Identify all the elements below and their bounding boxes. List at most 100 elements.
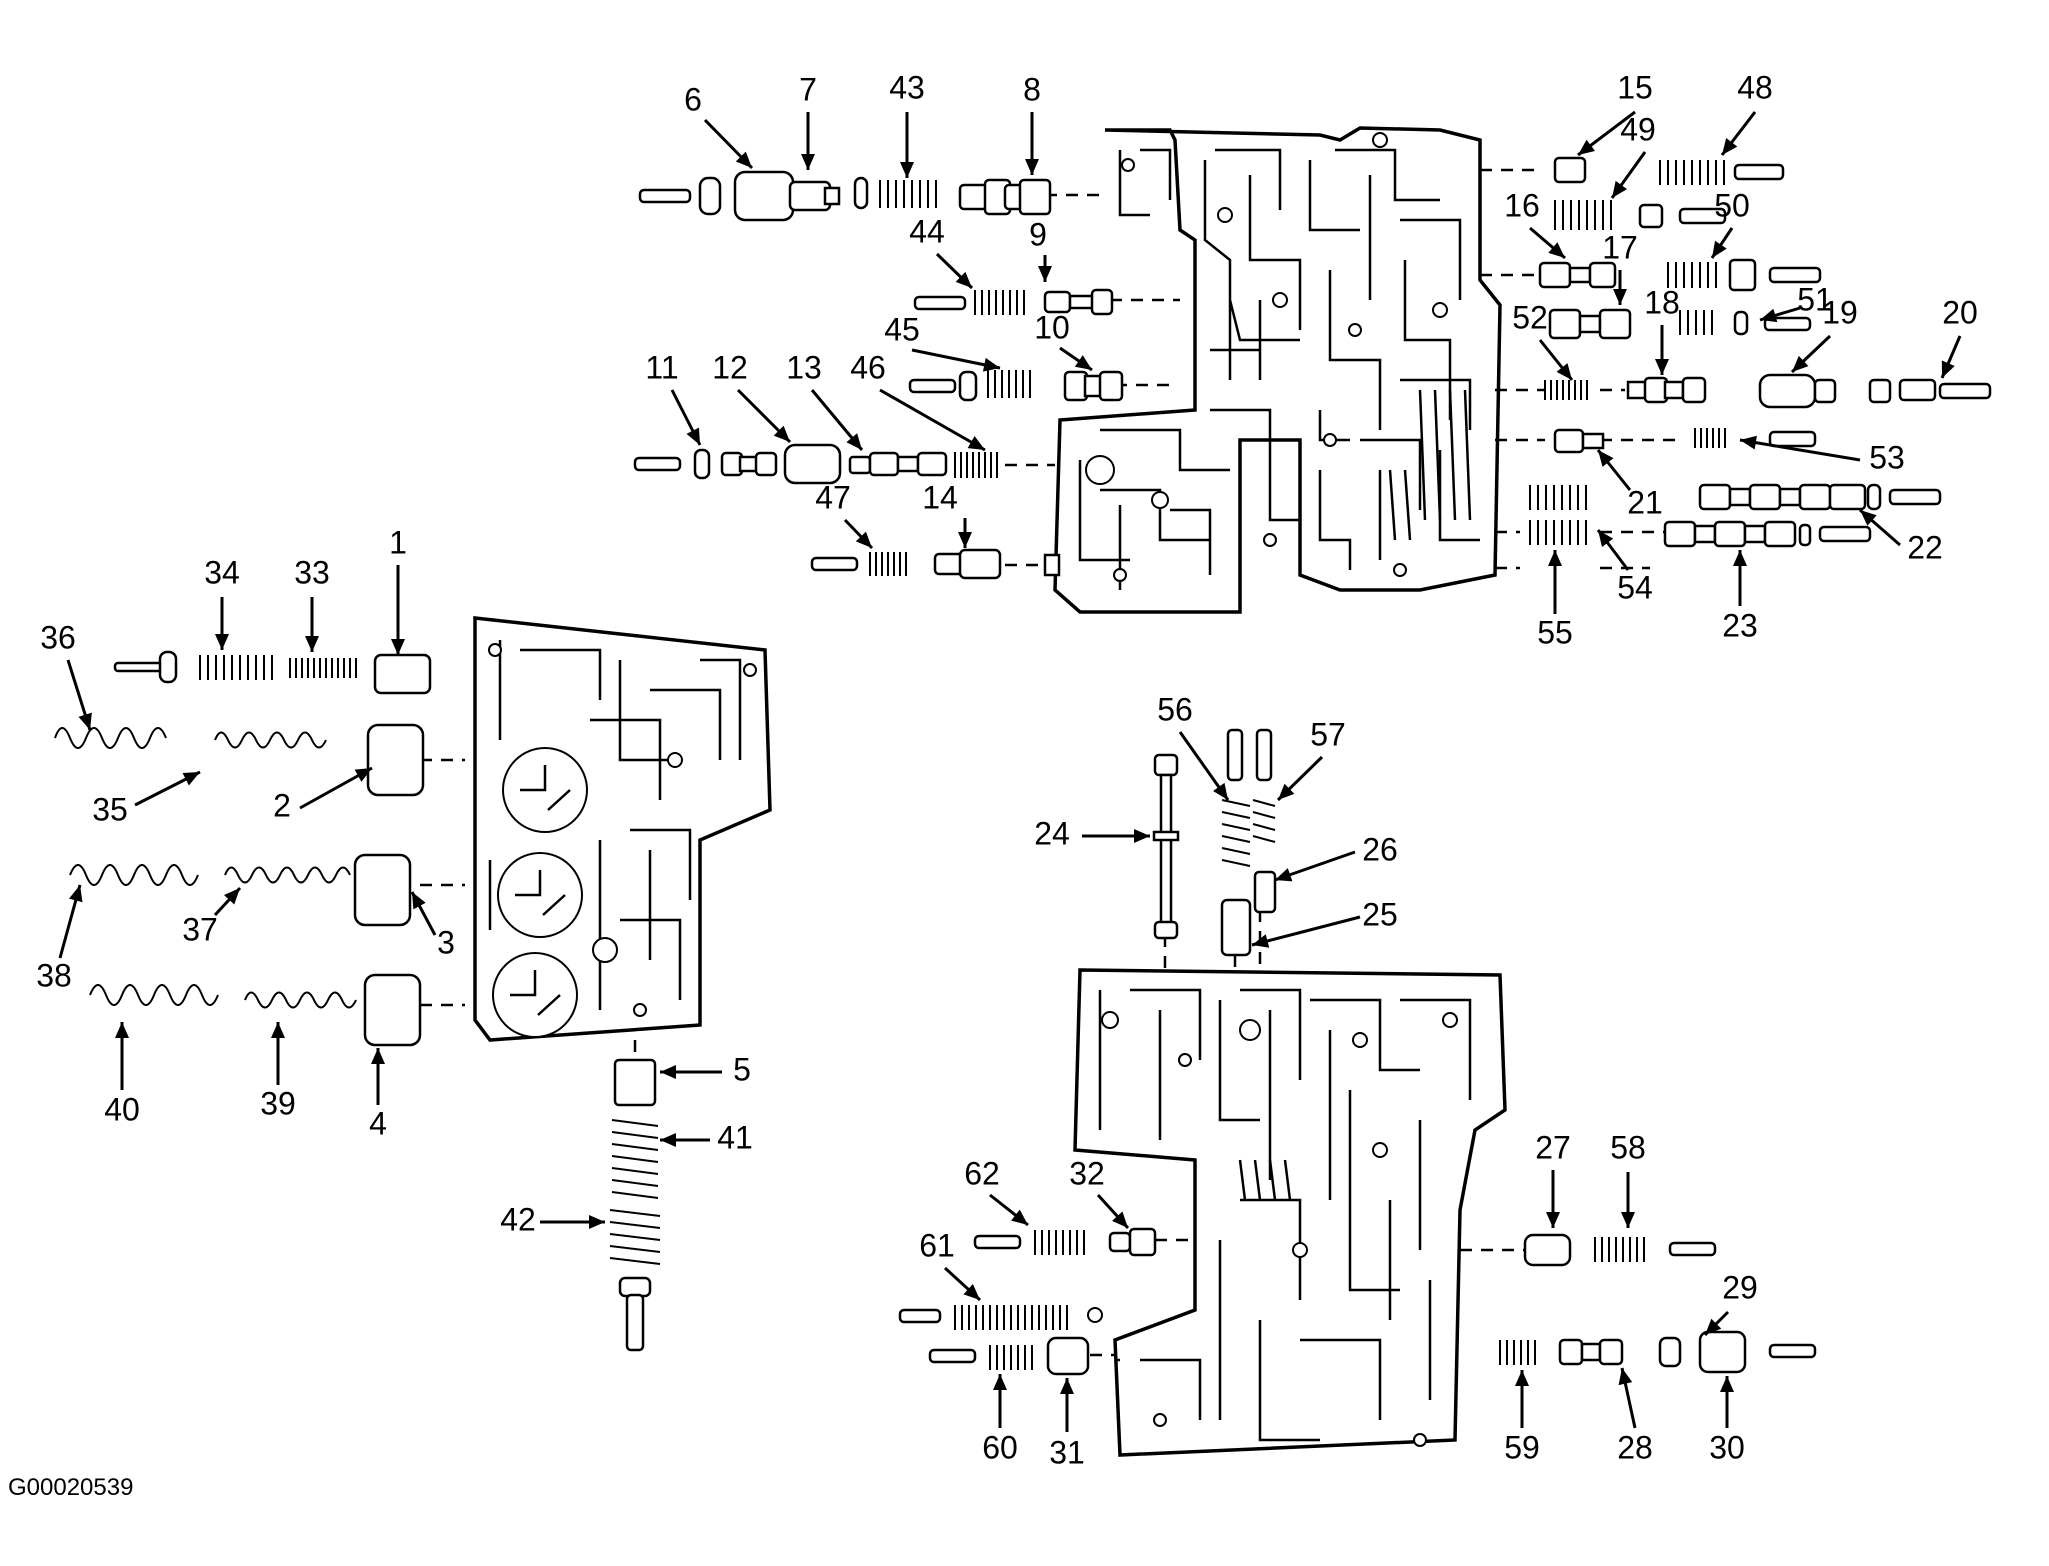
callout-4: 4 [369,1105,387,1141]
arrowhead [1618,1368,1633,1386]
arrowhead [855,531,872,548]
callout-13: 13 [786,349,822,385]
callout-33: 33 [294,554,330,590]
leader-line [1739,438,1861,462]
arrowhead [1720,1376,1734,1392]
arrowhead [1655,359,1669,375]
arrowhead [1025,159,1039,175]
callout-32: 32 [1069,1155,1105,1191]
arrowhead [1134,829,1150,843]
callout-19: 19 [1822,294,1858,330]
arrowhead [305,636,319,652]
callout-26: 26 [1362,831,1398,867]
arrowhead [1275,868,1293,882]
callout-48: 48 [1737,69,1773,105]
arrowhead [1613,289,1627,305]
callout-55: 55 [1537,614,1573,650]
callout-labels: 1 2 3 4 5 6 7 8 9 10 11 12 13 14 15 16 1… [36,69,1978,1470]
arrowhead [1578,139,1595,155]
callout-15: 15 [1617,69,1653,105]
arrowhead [1548,550,1562,566]
arrowhead [846,433,862,450]
callout-42: 42 [500,1201,536,1237]
callout-43: 43 [889,69,925,105]
callout-5: 5 [733,1051,751,1087]
callout-46: 46 [850,349,886,385]
arrowhead [1213,782,1228,800]
callout-21: 21 [1627,484,1663,520]
arrowhead [1792,355,1809,372]
arrowhead [589,1215,605,1229]
arrowhead [958,532,972,548]
arrowhead [1722,138,1738,155]
callout-7: 7 [799,71,817,107]
callout-36: 36 [40,619,76,655]
arrowhead [371,1048,385,1064]
callout-23: 23 [1722,607,1758,643]
arrowhead [69,885,83,903]
arrowhead [1548,242,1565,258]
arrowhead [735,151,752,168]
arrowhead [182,772,200,786]
arrowhead [1598,450,1614,467]
arrowhead [412,892,426,910]
arrowhead [955,271,972,288]
callout-45: 45 [884,311,920,347]
callout-25: 25 [1362,896,1398,932]
arrowhead [78,712,92,730]
callout-47: 47 [815,479,851,515]
lower-right-valve-body-plate [1073,968,1507,1457]
leader-line [1251,915,1361,947]
callout-8: 8 [1023,71,1041,107]
callout-53: 53 [1869,439,1905,475]
callout-18: 18 [1644,284,1680,320]
arrowhead [660,1065,676,1079]
leader-line [879,388,986,452]
callout-51: 51 [1797,281,1833,317]
arrowhead [982,357,1000,372]
arrowhead [1760,308,1778,323]
callout-59: 59 [1504,1429,1540,1465]
assembly-guide-lines [420,168,1810,1362]
callout-20: 20 [1942,294,1978,330]
arrowhead [1278,783,1295,800]
lower-left-valve-body-plate [473,616,772,1042]
arrowhead [1060,1378,1074,1394]
callout-40: 40 [104,1091,140,1127]
arrowhead [686,427,700,445]
arrowhead [215,634,229,650]
callout-57: 57 [1310,716,1346,752]
arrowhead [1941,360,1955,378]
callout-37: 37 [182,911,218,947]
callout-24: 24 [1034,815,1070,851]
callout-16: 16 [1504,187,1540,223]
arrowhead [1011,1209,1028,1225]
arrowhead [115,1022,129,1038]
callout-14: 14 [922,479,958,515]
callout-31: 31 [1049,1434,1085,1470]
arrowhead [1112,1211,1128,1228]
callout-3: 3 [437,924,455,960]
arrowhead [271,1022,285,1038]
callout-38: 38 [36,957,72,993]
callout-1: 1 [389,524,407,560]
arrowhead [1740,435,1757,450]
callout-17: 17 [1602,229,1638,265]
callout-10: 10 [1034,309,1070,345]
arrowhead [1612,180,1628,198]
callout-56: 56 [1157,691,1193,727]
arrowhead [1598,530,1614,547]
callout-6: 6 [684,81,702,117]
arrowhead [1515,1370,1529,1386]
callout-50: 50 [1714,187,1750,223]
callout-35: 35 [92,791,128,827]
arrowhead [1705,1318,1722,1335]
callout-60: 60 [982,1429,1018,1465]
callout-62: 62 [964,1155,1000,1191]
arrowhead [1556,363,1572,380]
arrowhead [900,162,914,178]
callout-30: 30 [1709,1429,1745,1465]
arrowhead [801,154,815,170]
callout-49: 49 [1620,111,1656,147]
